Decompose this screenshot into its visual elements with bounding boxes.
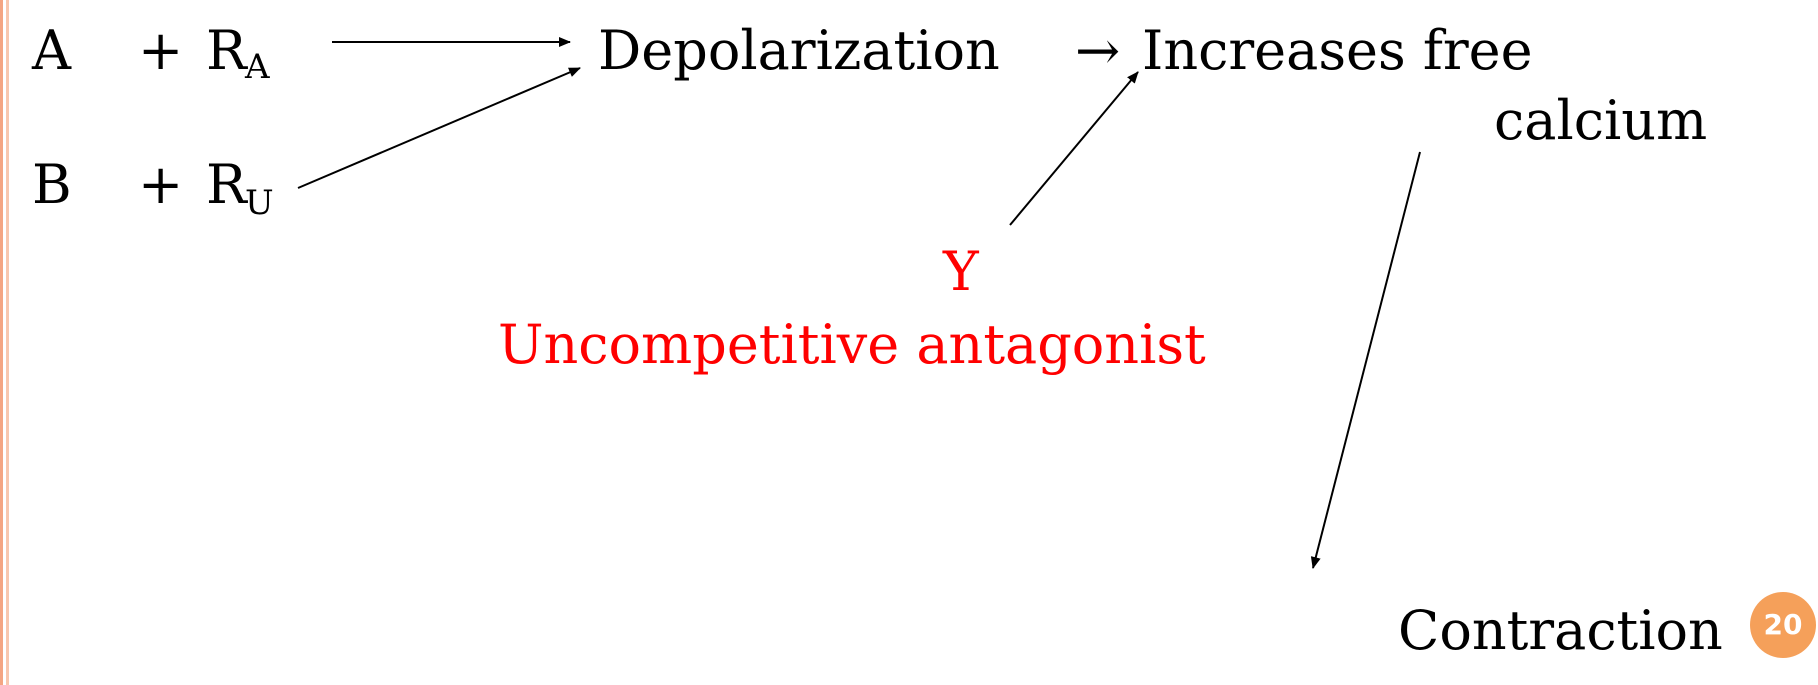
arrow-calcium-to-contraction (1310, 151, 1421, 569)
increases-free-label: Increases free (1142, 19, 1533, 82)
arrow-y-to-increases (1009, 71, 1139, 226)
page-number: 20 (1763, 608, 1803, 641)
page-number-badge: 20 (1750, 592, 1816, 658)
depolarization-label: Depolarization (598, 19, 1000, 82)
arrow-glyph: → (1075, 19, 1121, 82)
left-border-outer (0, 0, 3, 685)
agonist-a: A (32, 19, 71, 82)
receptor-u-subscript: U (245, 183, 274, 223)
receptor-a-subscript: A (245, 47, 270, 87)
calcium-label: calcium (1494, 89, 1708, 152)
agonist-b: B (32, 153, 72, 216)
left-border-inner (6, 0, 9, 685)
antagonist-symbol: Y (943, 240, 979, 303)
receptor-a: R (206, 19, 247, 82)
plus-b: + (138, 153, 184, 216)
contraction-label: Contraction (1398, 599, 1723, 662)
plus-a: + (138, 19, 184, 82)
arrow-ru-to-depolarization (297, 67, 581, 189)
receptor-u: R (206, 153, 247, 216)
antagonist-label: Uncompetitive antagonist (498, 313, 1206, 376)
